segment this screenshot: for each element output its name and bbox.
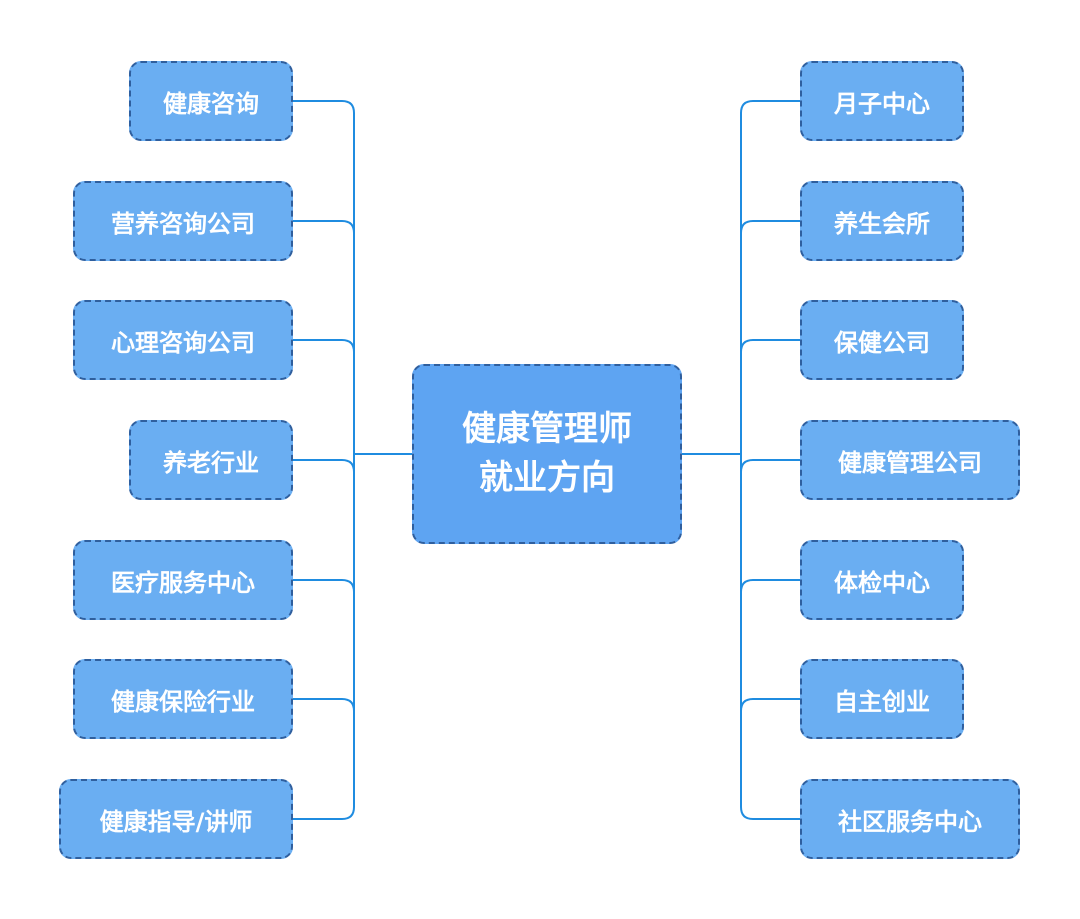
right-node-wellness-club: 养生会所 (800, 181, 964, 261)
left-node-health-instructor: 健康指导/讲师 (59, 779, 293, 859)
right-connector-6 (740, 806, 800, 820)
center-title-line1: 健康管理师 (462, 408, 632, 449)
right-node-checkup-center: 体检中心 (800, 540, 964, 620)
left-connector-5 (293, 698, 355, 712)
right-connector-5 (740, 698, 800, 712)
right-node-entrepreneurship: 自主创业 (800, 659, 964, 739)
right-node-healthcare-company: 保健公司 (800, 300, 964, 380)
left-connector-6 (293, 806, 355, 820)
left-node-health-insurance: 健康保险行业 (73, 659, 293, 739)
left-connector-0 (293, 100, 355, 114)
right-connector-3 (740, 459, 800, 473)
left-connector-2 (293, 339, 355, 353)
center-node: 健康管理师 就业方向 (412, 364, 682, 544)
right-node-health-mgmt-company: 健康管理公司 (800, 420, 1020, 500)
left-connector-4 (293, 579, 355, 593)
left-node-nutrition-consulting: 营养咨询公司 (73, 181, 293, 261)
right-connector-1 (740, 220, 800, 234)
left-connector-3 (293, 459, 355, 473)
center-title-line2: 就业方向 (479, 458, 615, 498)
right-node-community-service: 社区服务中心 (800, 779, 1020, 859)
right-connector-2 (740, 339, 800, 353)
left-node-psych-consulting: 心理咨询公司 (73, 300, 293, 380)
left-connector-1 (293, 220, 355, 234)
right-node-postnatal-center: 月子中心 (800, 61, 964, 141)
right-connector-4 (740, 579, 800, 593)
right-connector-0 (740, 100, 800, 114)
left-node-elderly-care: 养老行业 (129, 420, 293, 500)
left-node-medical-service: 医疗服务中心 (73, 540, 293, 620)
left-node-health-consulting: 健康咨询 (129, 61, 293, 141)
